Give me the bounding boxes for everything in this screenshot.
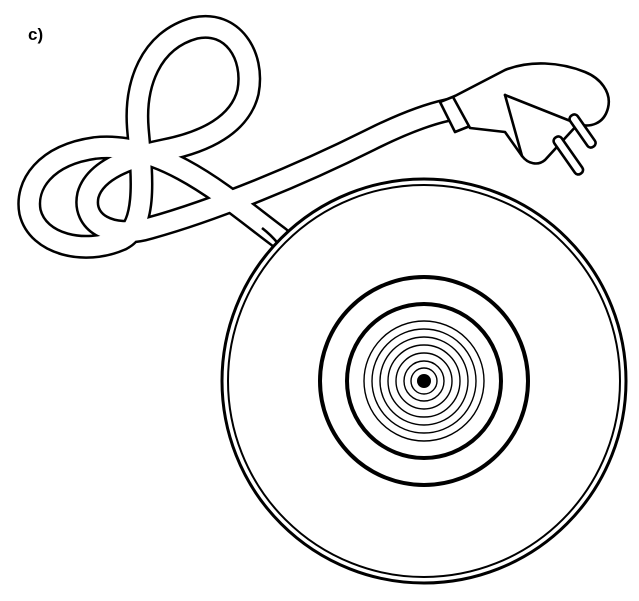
base-center-pin xyxy=(417,374,431,388)
base-connector-ring-5 xyxy=(395,352,453,410)
power-cord xyxy=(17,14,460,259)
power-base xyxy=(220,177,628,585)
base-connector-ring-4 xyxy=(387,344,461,418)
plug-body xyxy=(451,62,611,165)
plug-face-edge xyxy=(503,93,524,158)
cord-core xyxy=(19,17,458,257)
base-connector-ring-3 xyxy=(379,336,469,426)
figure-label: c) xyxy=(28,25,44,44)
base-connector-ring-7 xyxy=(410,367,438,395)
plug-face-edge-2 xyxy=(503,93,580,126)
base-connector-ring-2 xyxy=(371,328,477,434)
base-connector-ring-6 xyxy=(403,360,445,402)
plug xyxy=(438,62,611,176)
base-connector-ring-1 xyxy=(363,320,485,442)
plug-pin-upper xyxy=(568,113,597,149)
plug-pin-lower xyxy=(552,135,585,176)
